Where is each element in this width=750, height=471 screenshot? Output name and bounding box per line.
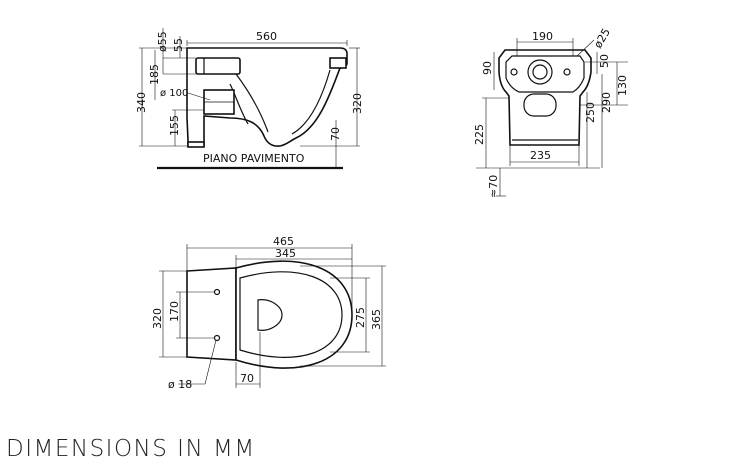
rear-mounting-block — [186, 267, 237, 361]
dimensions-caption: DIMENSIONS IN MM — [6, 436, 256, 462]
dim-hole-right: 50 — [598, 54, 611, 68]
dim-fixing-spacing: 170 — [168, 301, 181, 322]
rim-front-block — [329, 57, 347, 69]
dim-inlet-height: 185 — [148, 64, 161, 85]
bowl-opening — [257, 299, 283, 331]
trap-curve — [235, 73, 269, 133]
dim-hole-vertical: 90 — [481, 61, 494, 75]
dim-bottom-width: 235 — [530, 149, 551, 162]
outlet-opening — [523, 93, 557, 117]
dim-clearance: 70 — [329, 127, 342, 141]
dim-inlet-offset: 55 — [172, 38, 185, 52]
bowl-outer — [235, 260, 353, 369]
dim-width-275: 275 — [354, 307, 367, 328]
wall-foot — [187, 141, 205, 148]
dim-width-365: 365 — [370, 309, 383, 330]
mounting-panel — [505, 55, 585, 93]
dim-top-width: 190 — [532, 30, 553, 43]
leader-line — [187, 92, 211, 101]
fixing-hole-top — [213, 288, 221, 296]
fixing-hole-right — [563, 68, 571, 76]
fixing-hole-bottom — [213, 334, 221, 342]
dim-bowl-length: 345 — [275, 247, 296, 260]
dim-clearance-approx: ≈70 — [487, 175, 500, 198]
dim-rim-offset: 70 — [240, 372, 254, 385]
dim-height-290: 290 — [600, 92, 613, 113]
back-view: 190 ø25 90 50 130 290 250 225 235 ≈ — [473, 26, 629, 198]
dim-upper-height: 130 — [616, 75, 629, 96]
side-view: PIANO PAVIMENTO 560 ø55 55 340 — [135, 28, 364, 170]
dim-top-length: 465 — [273, 235, 294, 248]
bowl-inner-rim — [239, 271, 343, 358]
dim-length: 560 — [256, 30, 277, 43]
leader-line — [576, 39, 595, 57]
toilet-back-profile — [498, 49, 592, 146]
trap-curve-inner — [229, 83, 249, 125]
dim-outlet-height: 155 — [168, 115, 181, 136]
dim-outlet-dia: ø 100 — [160, 88, 188, 99]
dim-height-250: 250 — [584, 102, 597, 123]
top-view: 465 345 320 170 365 275 ø 18 70 — [151, 235, 386, 391]
fixing-hole-left — [510, 68, 518, 76]
floor-label: PIANO PAVIMENTO — [203, 152, 305, 165]
inlet-circle-inner — [532, 64, 548, 80]
inlet-circle-outer — [527, 59, 553, 85]
dim-hole-dia-top: ø 18 — [168, 378, 192, 391]
dim-bowl-height: 320 — [351, 93, 364, 114]
dim-hole-dia: ø25 — [591, 26, 613, 50]
bowl-inner-curve — [291, 69, 331, 135]
leader-line — [204, 339, 217, 385]
dim-inlet-dia: ø55 — [156, 31, 169, 52]
dim-floor-height: 225 — [473, 124, 486, 145]
dim-top-width-320: 320 — [151, 308, 164, 329]
dim-total-height: 340 — [135, 92, 148, 113]
inlet-spud — [195, 57, 241, 75]
